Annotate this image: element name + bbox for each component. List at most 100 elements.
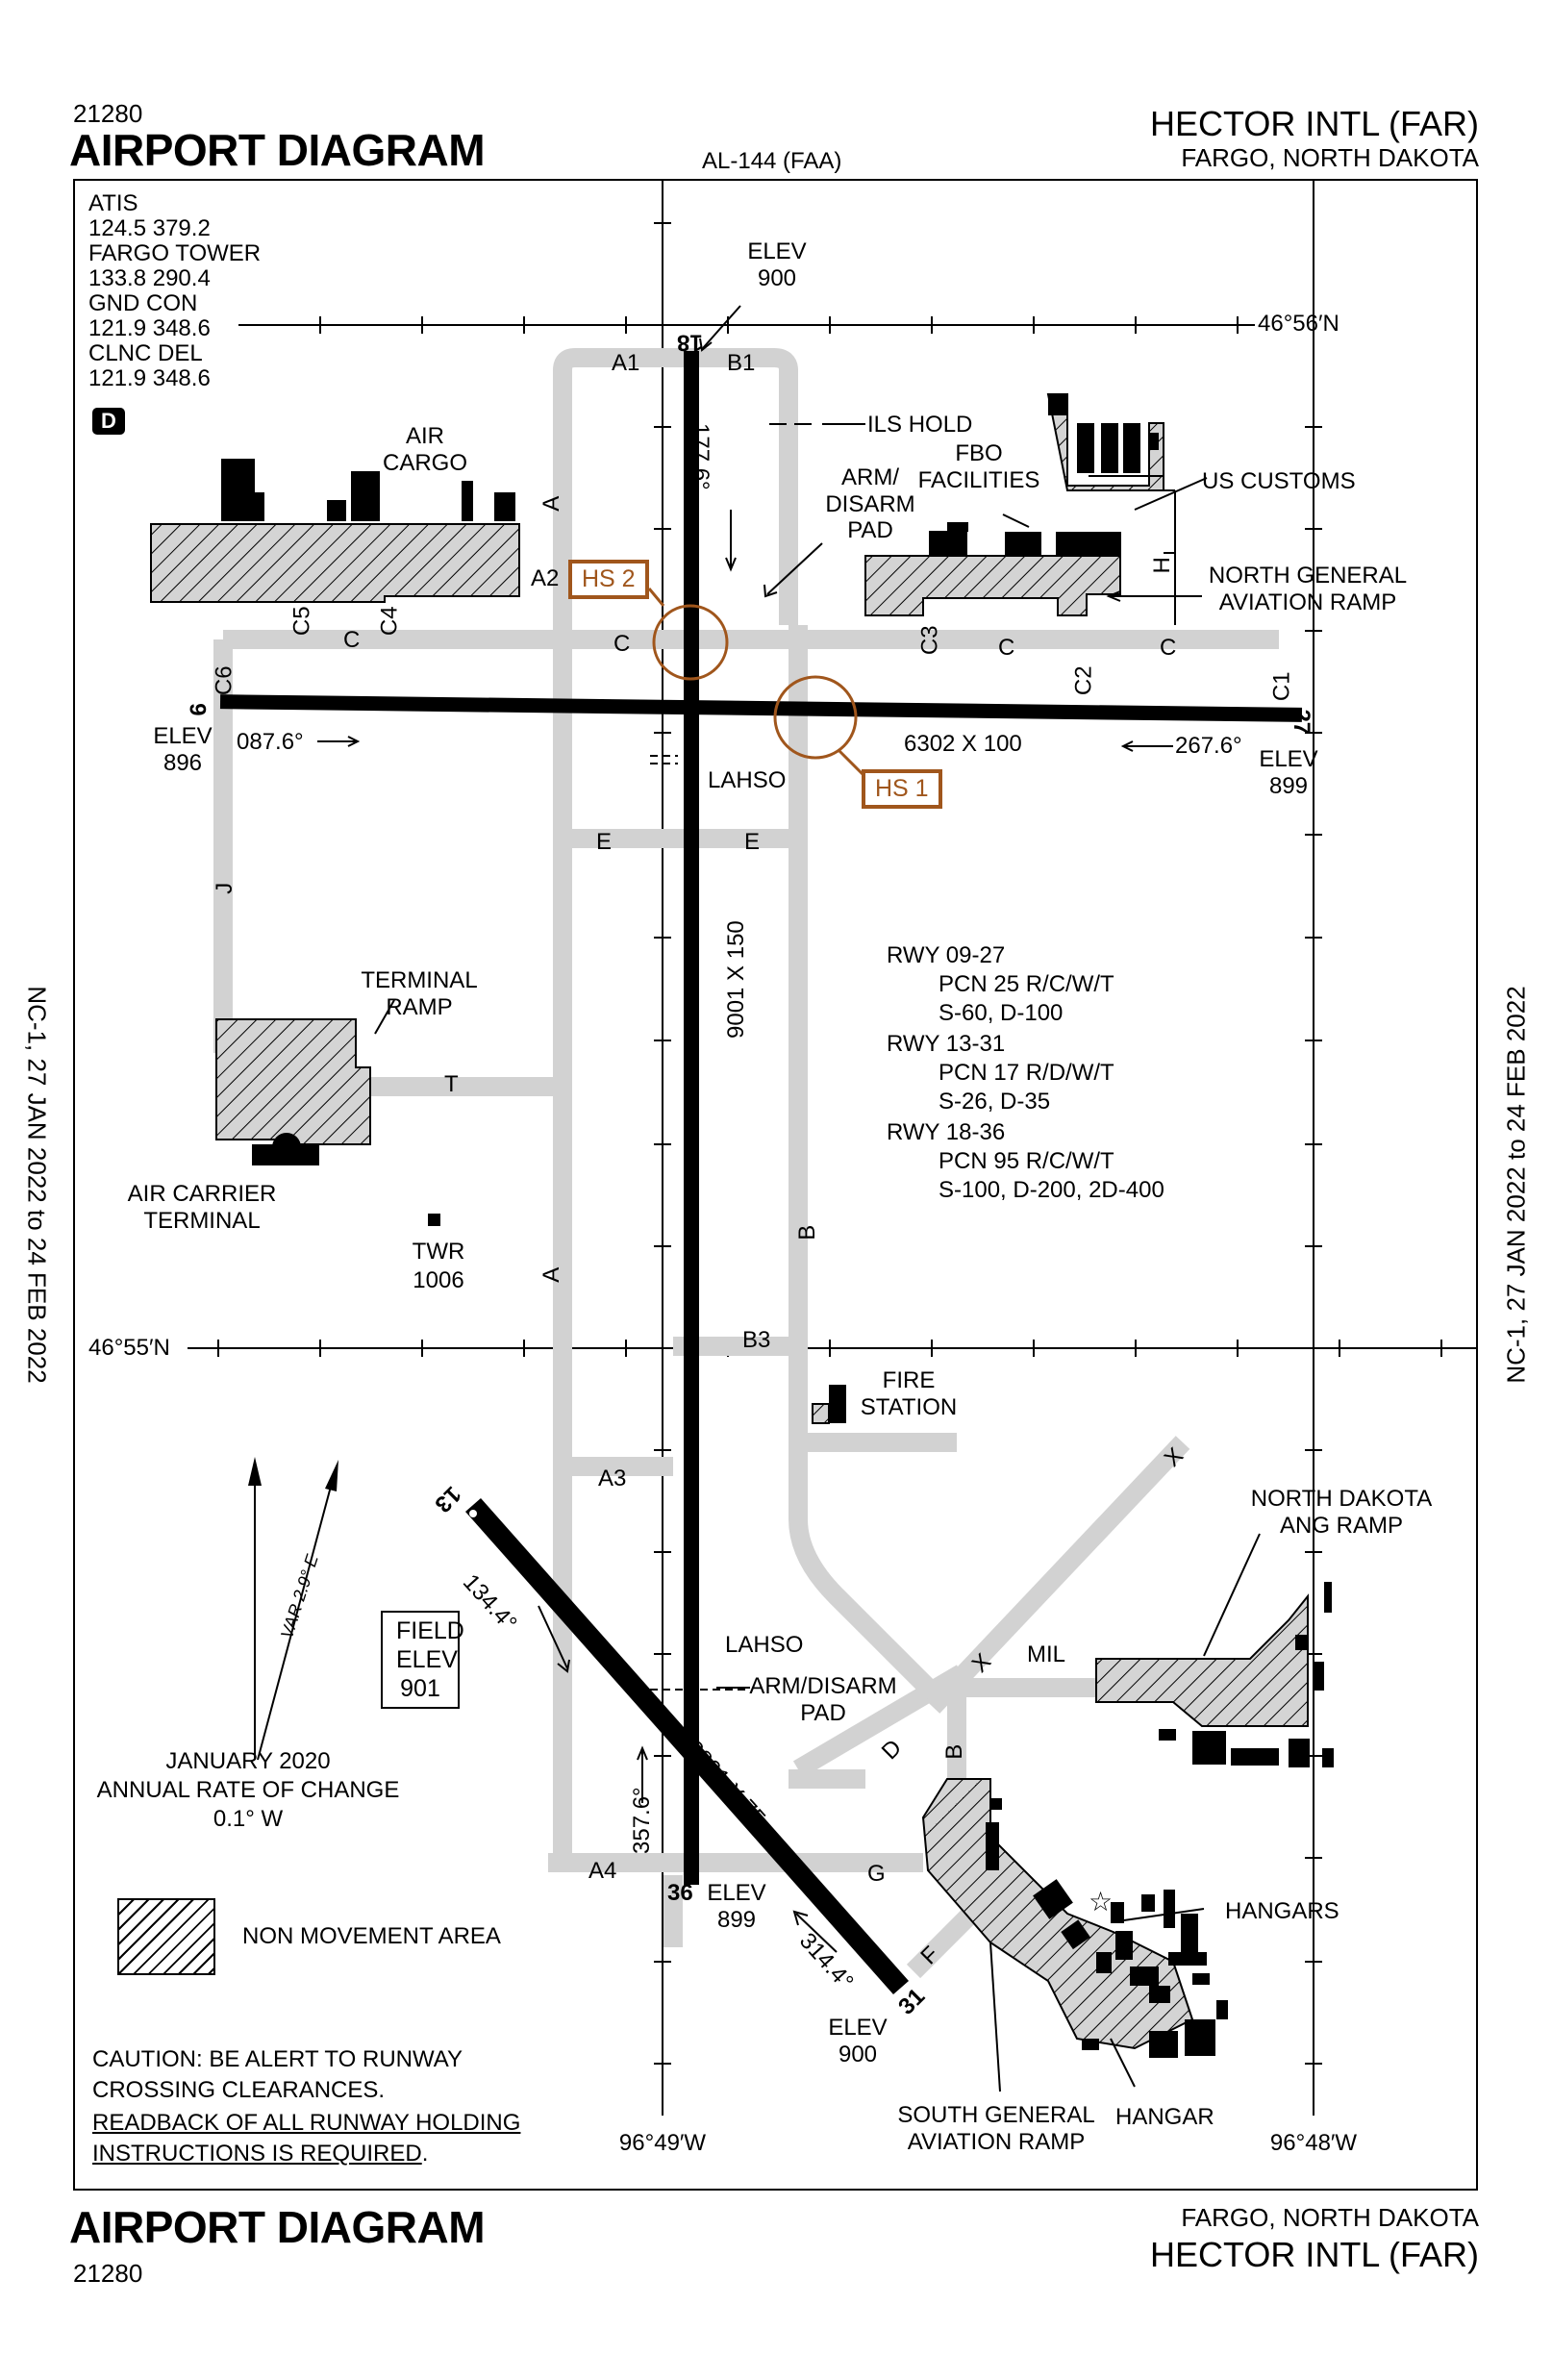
elev-27-value: 899 — [1268, 773, 1309, 799]
fire-station-pad — [812, 1403, 830, 1424]
hot-spot-1-circle — [773, 675, 858, 760]
taxiway-b-south: B — [941, 1743, 968, 1760]
city-state-top: FARGO, NORTH DAKOTA — [1181, 143, 1479, 172]
taxiway-b: B — [794, 1224, 821, 1240]
terminal-ramp-label: TERMINAL RAMP — [361, 967, 478, 1020]
airport-name-bottom: HECTOR INTL (FAR) — [1149, 2235, 1479, 2274]
fire-station-label: FIRE STATION — [860, 1367, 958, 1420]
non-movement-legend-label: NON MOVEMENT AREA — [242, 1923, 501, 1949]
arm-disarm-pad-south: ARM/DISARM PAD — [749, 1673, 897, 1726]
caution-line-1: CAUTION: BE ALERT TO RUNWAY — [92, 2046, 463, 2072]
chart-title-top: AIRPORT DIAGRAM — [69, 125, 486, 175]
taxiway-a-south: A — [538, 1266, 565, 1283]
elev-18-label: ELEV — [747, 238, 807, 264]
rate-change-label: ANNUAL RATE OF CHANGE — [96, 1777, 400, 1803]
runway-end-18: 18 — [677, 329, 703, 356]
lahso-south: LAHSO — [725, 1632, 804, 1658]
air-cargo-label: AIR CARGO — [382, 423, 467, 476]
rwy-9-heading: 087.6° — [237, 729, 304, 755]
twr-elev: 1006 — [413, 1267, 464, 1293]
rate-change-date: JANUARY 2020 — [165, 1748, 331, 1774]
field-elev-label: FIELD ELEV — [396, 1617, 464, 1673]
caution-line-3: READBACK OF ALL RUNWAY HOLDING — [92, 2110, 521, 2136]
markings — [317, 305, 1261, 2092]
hot-spot-2-label: HS 2 — [568, 560, 649, 599]
atis-freq: 124.5 379.2 — [88, 215, 211, 241]
taxiway-c-west: C — [343, 627, 361, 653]
atis-label: ATIS — [88, 190, 138, 216]
pcn-rwy3-pcn: PCN 95 R/C/W/T — [939, 1148, 1114, 1174]
hot-spots — [647, 588, 867, 779]
pcn-rwy2-gear: S-26, D-35 — [939, 1089, 1051, 1115]
airport-name-top: HECTOR INTL (FAR) — [1149, 104, 1479, 143]
rwy-27-heading: 267.6° — [1175, 733, 1242, 759]
twr-label: TWR — [412, 1239, 465, 1265]
true-north-icon — [248, 1457, 262, 1486]
caution-line-2: CROSSING CLEARANCES. — [92, 2077, 386, 2103]
arm-disarm-pad-north: ARM/ DISARM PAD — [825, 464, 915, 544]
south-ga-ramp-label: SOUTH GENERAL AVIATION RAMP — [897, 2102, 1095, 2155]
elev-27-label: ELEV — [1259, 746, 1318, 772]
magnetic-north-icon — [325, 1460, 338, 1491]
runway-13-31 — [465, 1498, 909, 1994]
taxiway-g: G — [867, 1861, 886, 1887]
pcn-rwy3: RWY 18-36 — [887, 1119, 1006, 1145]
runway-end-27: 27 — [1289, 709, 1315, 736]
us-customs-label: US CUSTOMS — [1202, 468, 1356, 494]
rwy-18-36-dimensions: 9001 X 150 — [723, 920, 749, 1039]
buildings — [221, 394, 1334, 2058]
lat-top: 46°56′N — [1258, 311, 1339, 337]
rwy-36-heading: 357.6° — [629, 1787, 655, 1854]
mil-label: MIL — [1027, 1641, 1066, 1667]
lahso-north: LAHSO — [708, 767, 787, 793]
taxiway-c6: C6 — [211, 665, 238, 696]
hot-spot-1-label: HS 1 — [862, 769, 942, 809]
taxiway-e-west: E — [596, 829, 613, 855]
tower-freq: 133.8 290.4 — [88, 265, 211, 291]
lon-right: 96°48′W — [1269, 2130, 1358, 2156]
city-state-bottom: FARGO, NORTH DAKOTA — [1181, 2203, 1479, 2232]
taxiway-c1: C1 — [1268, 671, 1295, 702]
taxiway-b3: B3 — [742, 1327, 771, 1353]
taxiway-c-far-east: C — [1160, 635, 1177, 661]
elev-36-value: 899 — [716, 1907, 757, 1933]
pcn-rwy2: RWY 13-31 — [887, 1031, 1006, 1057]
ils-hold-label: ILS HOLD — [867, 412, 973, 438]
runway-end-9: 9 — [184, 703, 211, 716]
pcn-rwy3-gear: S-100, D-200, 2D-400 — [939, 1177, 1164, 1203]
star-icon: ☆ — [1089, 1887, 1114, 1917]
taxiway-a4: A4 — [588, 1858, 617, 1884]
air-cargo-ramp — [150, 523, 520, 603]
north-ga-ramp — [864, 555, 1121, 616]
customs-line — [1164, 489, 1176, 625]
lon-left: 96°49′W — [618, 2130, 707, 2156]
hot-spot-2-circle — [652, 604, 729, 681]
taxiway-j: J — [212, 882, 238, 894]
elev-18-value: 900 — [757, 265, 797, 291]
field-elevation-box: FIELD ELEV 901 — [381, 1611, 464, 1709]
caution-line-4-end: . — [421, 2141, 429, 2167]
pcn-rwy1-gear: S-60, D-100 — [939, 1000, 1064, 1026]
taxiway-a1: A1 — [612, 350, 640, 376]
elev-31-value: 900 — [838, 2042, 878, 2067]
chart-title-bottom: AIRPORT DIAGRAM — [69, 2202, 486, 2252]
chart-number-bottom: 21280 — [73, 2259, 143, 2288]
grid-lines — [188, 179, 1478, 2116]
hangar-label: HANGAR — [1115, 2104, 1214, 2130]
taxiway-c2: C2 — [1070, 665, 1097, 696]
caution-line-4-wrap: INSTRUCTIONS IS REQUIRED. — [92, 2141, 428, 2167]
runways — [219, 351, 1303, 1994]
taxiway-c-mid: C — [613, 631, 631, 657]
class-d-badge: D — [92, 408, 125, 435]
pcn-rwy2-pcn: PCN 17 R/D/W/T — [939, 1060, 1114, 1086]
rwy-9-27-dimensions: 6302 X 100 — [904, 731, 1022, 757]
runway-end-36: 36 — [667, 1880, 693, 1906]
gnd-freq: 121.9 348.6 — [88, 315, 211, 341]
clnc-label: CLNC DEL — [88, 340, 203, 366]
diagram-frame — [73, 179, 1478, 2191]
taxiway-b1: B1 — [727, 350, 756, 376]
gnd-label: GND CON — [88, 290, 198, 316]
runway-18-36 — [684, 351, 699, 1885]
taxiways — [213, 348, 1279, 1979]
